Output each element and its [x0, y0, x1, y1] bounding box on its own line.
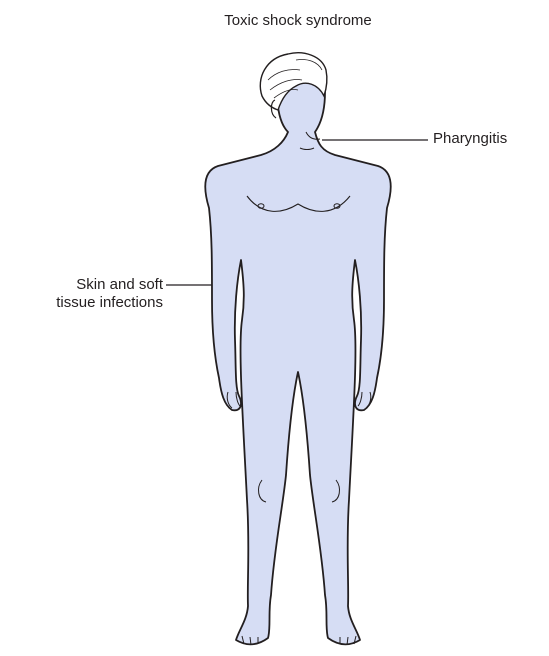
body-silhouette — [205, 58, 390, 644]
